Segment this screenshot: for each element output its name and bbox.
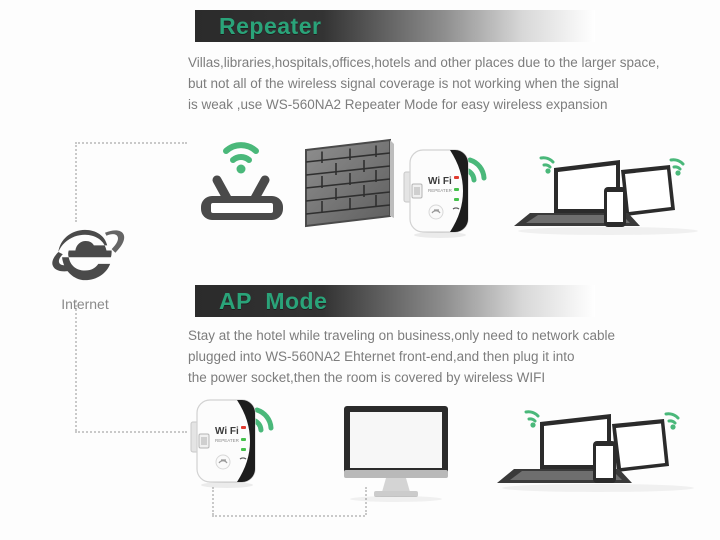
connector-internet-up (75, 142, 77, 222)
power-led (241, 426, 246, 429)
repeater-brand-line2: REPEATER (428, 188, 453, 193)
repeater-svg-1: Wi Fi REPEATER (403, 149, 487, 238)
connector-repeater-to-monitor (212, 515, 365, 517)
signal-led-2 (454, 198, 459, 201)
connector-to-repeater-ap (75, 431, 187, 433)
wifi-router-icon (188, 128, 303, 223)
signal-led-2 (241, 448, 246, 451)
connector-monitor-up (365, 487, 367, 515)
wifi-led (239, 457, 247, 460)
signal-led-1 (454, 188, 459, 191)
banner-ap-mode: AP Mode (195, 285, 595, 317)
internet-explorer-e-icon (52, 229, 125, 281)
signal-led-1 (241, 438, 246, 441)
connector-repeater-down (212, 487, 214, 515)
repeater-brand-line1: Wi Fi (215, 426, 239, 437)
internet-block: Internet (43, 218, 127, 312)
description-ap-mode: Stay at the hotel while traveling on bus… (188, 328, 616, 385)
monitor-svg (344, 406, 448, 502)
wifi-repeater-device: Wi Fi REPEATER (185, 390, 285, 490)
banner-repeater: Repeater (195, 10, 595, 42)
brick-wall-svg (305, 138, 394, 228)
banner-title-repeater: Repeater (219, 12, 322, 39)
description-repeater: Villas,libraries,hospitals,offices,hotel… (188, 55, 660, 112)
laptop-tablet-phone-cluster (490, 390, 710, 495)
repeater-brand-line1: Wi Fi (428, 176, 452, 187)
banner-title-ap-mode: AP Mode (219, 287, 328, 314)
internet-label: Internet (61, 296, 109, 312)
router-svg (201, 142, 283, 220)
devices-svg-1 (514, 156, 698, 235)
wifi-repeater-device: Wi Fi REPEATER (398, 140, 498, 240)
repeater-svg-2: Wi Fi REPEATER (190, 399, 274, 488)
repeater-brand-line2: REPEATER (215, 438, 240, 443)
brick-wall-icon (302, 138, 397, 230)
wifi-led (452, 207, 460, 210)
desktop-monitor-icon (330, 398, 460, 503)
devices-svg-2 (497, 410, 694, 492)
connector-internet-down (75, 300, 77, 431)
connector-to-router (75, 142, 187, 144)
power-led (454, 176, 459, 179)
laptop-tablet-phone-cluster (508, 138, 713, 238)
